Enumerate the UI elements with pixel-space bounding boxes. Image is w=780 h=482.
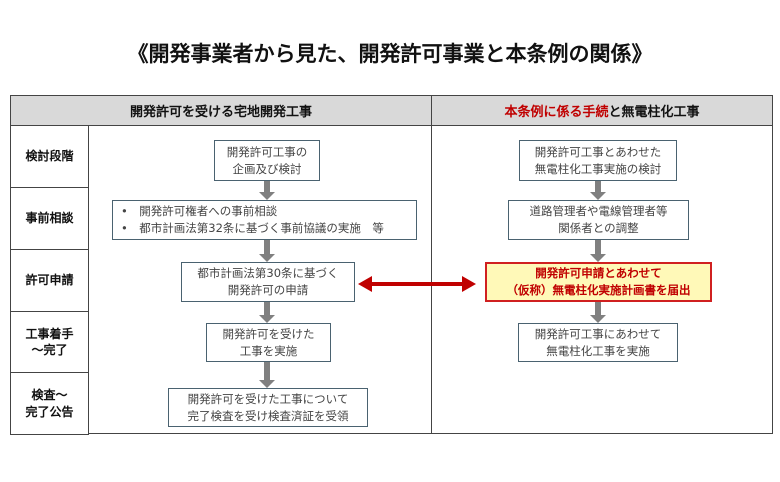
box-line: 無電柱化工事実施の検討 xyxy=(534,161,662,176)
down-arrow-icon xyxy=(590,302,606,323)
down-arrow-icon xyxy=(259,302,275,323)
box-line: 企画及び検討 xyxy=(232,161,302,176)
stage-label: 検査～完了公告 xyxy=(10,372,89,435)
left-step-box: 都市計画法第30条に基づく開発許可の申請 xyxy=(181,262,355,302)
right-column-header: 本条例に係る手続と無電柱化工事 xyxy=(431,95,773,126)
down-arrow-icon xyxy=(590,181,606,200)
right-header-red-text: 本条例に係る手続 xyxy=(504,105,609,120)
box-line: 開発許可を受けた工事について xyxy=(187,391,349,406)
box-line: 開発許可工事にあわせて xyxy=(534,326,662,341)
right-step-box: 開発許可工事にあわせて無電柱化工事を実施 xyxy=(518,323,678,362)
right-header-text: と無電柱化工事 xyxy=(608,105,700,120)
stage-label: 事前相談 xyxy=(10,187,89,250)
box-line: 工事を実施 xyxy=(239,343,298,358)
left-step-box: • 開発許可権者への事前相談 • 都市計画法第32条に基づく事前協議の実施 等 xyxy=(112,200,417,240)
box-line: 関係者との調整 xyxy=(558,221,639,235)
right-column-body xyxy=(431,125,773,434)
down-arrow-icon xyxy=(590,240,606,262)
left-step-box: 開発許可を受けた工事を実施 xyxy=(206,323,331,362)
stage-label: 検討段階 xyxy=(10,125,89,188)
down-arrow-icon xyxy=(259,362,275,388)
diagram-title: 《開発事業者から見た、開発許可事業と本条例の関係》 xyxy=(127,42,653,66)
left-step-box: 開発許可を受けた工事について完了検査を受け検査済証を受領 xyxy=(168,388,368,427)
box-line: • 開発許可権者への事前相談 xyxy=(121,204,278,219)
box-line: 開発許可工事の xyxy=(226,144,308,159)
box-line: （仮称）無電柱化実施計画書を届出 xyxy=(506,283,691,297)
right-step-box: 道路管理者や電線管理者等関係者との調整 xyxy=(508,200,689,240)
box-line: 無電柱化工事を実施 xyxy=(546,343,650,358)
box-line: 開発許可の申請 xyxy=(227,283,309,297)
down-arrow-icon xyxy=(259,181,275,200)
box-line: 道路管理者や電線管理者等 xyxy=(529,204,668,219)
highlighted-step-box: 開発許可申請とあわせて （仮称）無電柱化実施計画書を届出 xyxy=(485,262,712,302)
left-column-header: 開発許可を受ける宅地開発工事 xyxy=(10,95,432,126)
stage-label: 許可申請 xyxy=(10,249,89,312)
double-arrow-icon xyxy=(358,276,476,292)
down-arrow-icon xyxy=(259,240,275,262)
box-line: 開発許可申請とあわせて xyxy=(535,266,662,281)
box-line: 開発許可を受けた xyxy=(222,326,315,341)
left-step-box: 開発許可工事の企画及び検討 xyxy=(214,140,320,181)
stage-label: 工事着手～完了 xyxy=(10,311,89,373)
box-line: • 都市計画法第32条に基づく事前協議の実施 等 xyxy=(121,221,384,235)
box-line: 完了検査を受け検査済証を受領 xyxy=(187,408,349,423)
right-step-box: 開発許可工事とあわせた無電柱化工事実施の検討 xyxy=(519,140,677,181)
box-line: 都市計画法第30条に基づく xyxy=(197,266,339,281)
box-line: 開発許可工事とあわせた xyxy=(534,144,662,159)
